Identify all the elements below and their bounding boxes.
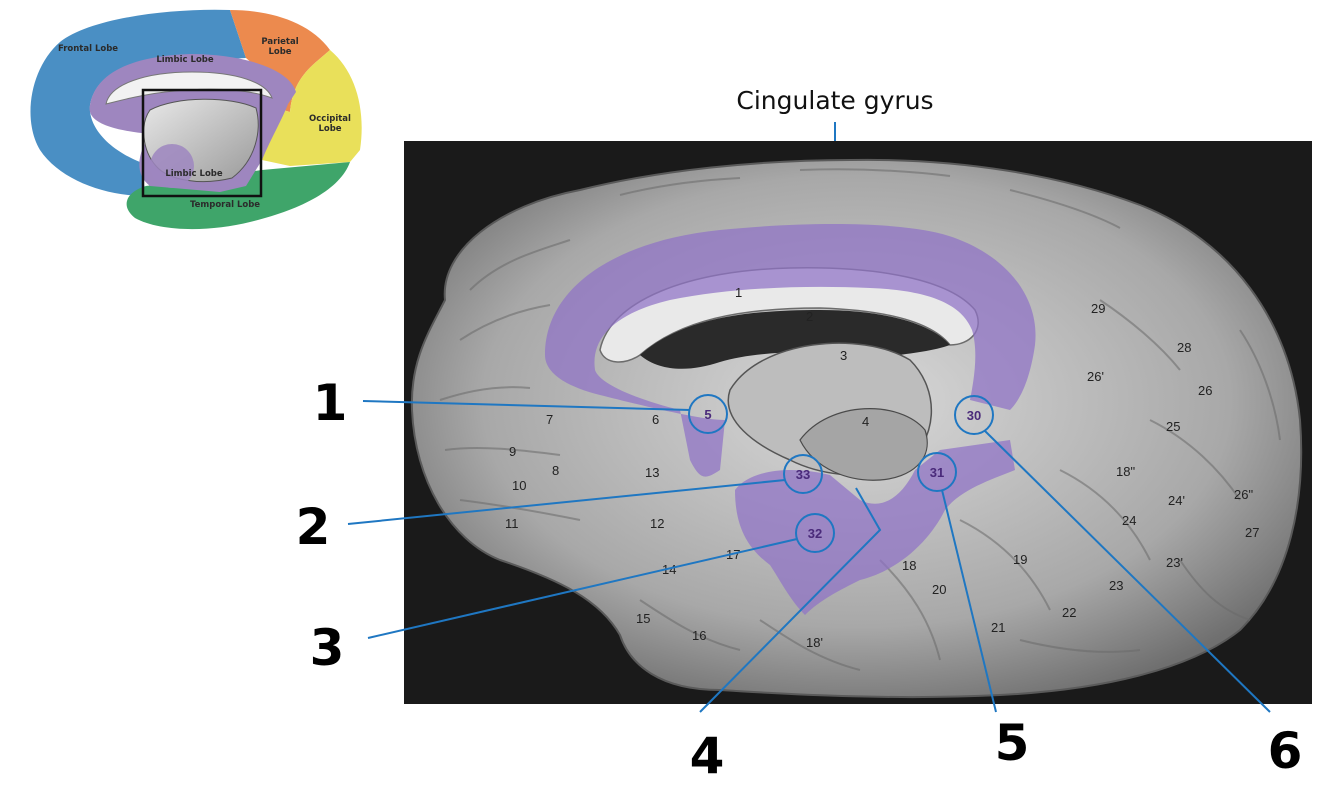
photo-num-4: 4	[862, 414, 869, 429]
answer-number-1: 1	[313, 374, 348, 432]
circle-32	[795, 513, 835, 553]
photo-num-2: 2	[806, 309, 813, 324]
circle-32-label: 32	[808, 526, 822, 541]
pointer-line-6	[984, 430, 1271, 713]
answer-number-2: 2	[296, 498, 331, 556]
photo-num-26-double-prime: 26"	[1234, 487, 1253, 502]
inset-hippocampus-highlight	[150, 144, 194, 188]
photo-num-21: 21	[991, 620, 1005, 635]
brain-photo: 1 2 3 4 6 7 8 9 10 11 12 13 14 15 16 17 …	[404, 141, 1312, 704]
photo-num-29: 29	[1091, 301, 1105, 316]
photo-num-28: 28	[1177, 340, 1191, 355]
answer-number-5: 5	[995, 714, 1030, 772]
title-label: Cingulate gyrus	[736, 86, 933, 115]
photo-num-7: 7	[546, 412, 553, 427]
photo-num-9: 9	[509, 444, 516, 459]
pointer-line-4	[699, 487, 882, 713]
photo-num-18-prime: 18'	[806, 635, 823, 650]
photo-num-26-prime: 26'	[1087, 369, 1104, 384]
photo-num-20: 20	[932, 582, 946, 597]
photo-num-24-prime: 24'	[1168, 493, 1185, 508]
inset-label-temporal: Temporal Lobe	[190, 200, 260, 210]
pointer-line-5	[941, 489, 997, 713]
inset-label-limbic-top: Limbic Lobe	[156, 55, 214, 65]
pointer-line-3	[367, 538, 798, 639]
photo-num-24: 24	[1122, 513, 1136, 528]
photo-num-1: 1	[735, 285, 742, 300]
answer-number-6: 6	[1268, 722, 1303, 780]
circle-33-label: 33	[796, 467, 810, 482]
circle-30	[954, 395, 994, 435]
photo-num-18-double-prime: 18"	[1116, 464, 1135, 479]
circle-30-label: 30	[967, 408, 981, 423]
photo-num-13: 13	[645, 465, 659, 480]
inset-corpus-callosum	[105, 71, 273, 105]
inset-focus-box	[141, 88, 263, 198]
answer-number-3: 3	[310, 619, 345, 677]
pointer-line-1	[362, 400, 691, 411]
inset-parietal-lobe	[230, 10, 330, 112]
inset-label-limbic-bottom: Limbic Lobe	[165, 169, 223, 179]
photo-num-10: 10	[512, 478, 526, 493]
answer-numbers: 1 2 3 4 5 6	[296, 374, 1303, 785]
photo-num-3: 3	[840, 348, 847, 363]
circle-31-label: 31	[930, 465, 944, 480]
inset-occipital-lobe	[262, 50, 362, 166]
circled-labels: 5 33 32 30 31	[688, 394, 994, 553]
answer-number-4: 4	[690, 727, 725, 785]
pointer-line-2	[347, 479, 786, 525]
photo-num-23: 23	[1109, 578, 1123, 593]
limbic-highlight-parahippocampal	[735, 440, 1015, 615]
photo-num-25: 25	[1166, 419, 1180, 434]
circle-5	[688, 394, 728, 434]
circle-33	[783, 454, 823, 494]
photo-number-labels: 1 2 3 4 6 7 8 9 10 11 12 13 14 15 16 17 …	[505, 285, 1259, 650]
photo-num-15: 15	[636, 611, 650, 626]
photo-num-11: 11	[505, 516, 519, 531]
photo-num-18: 18	[902, 558, 916, 573]
photo-num-23-prime: 23'	[1166, 555, 1183, 570]
circle-5-label: 5	[704, 407, 711, 422]
inset-label-frontal: Frontal Lobe	[58, 44, 118, 54]
gyral-texture	[439, 168, 1281, 671]
photo-num-8: 8	[552, 463, 559, 478]
circle-31	[917, 452, 957, 492]
photo-num-6: 6	[652, 412, 659, 427]
photo-num-19: 19	[1013, 552, 1027, 567]
limbic-highlight-cingulate	[545, 224, 1036, 477]
photo-num-16: 16	[692, 628, 706, 643]
annotation-lines	[347, 400, 1271, 713]
photo-num-26: 26	[1198, 383, 1212, 398]
photo-num-27: 27	[1245, 525, 1259, 540]
photo-num-22: 22	[1062, 605, 1076, 620]
photo-num-12: 12	[650, 516, 664, 531]
